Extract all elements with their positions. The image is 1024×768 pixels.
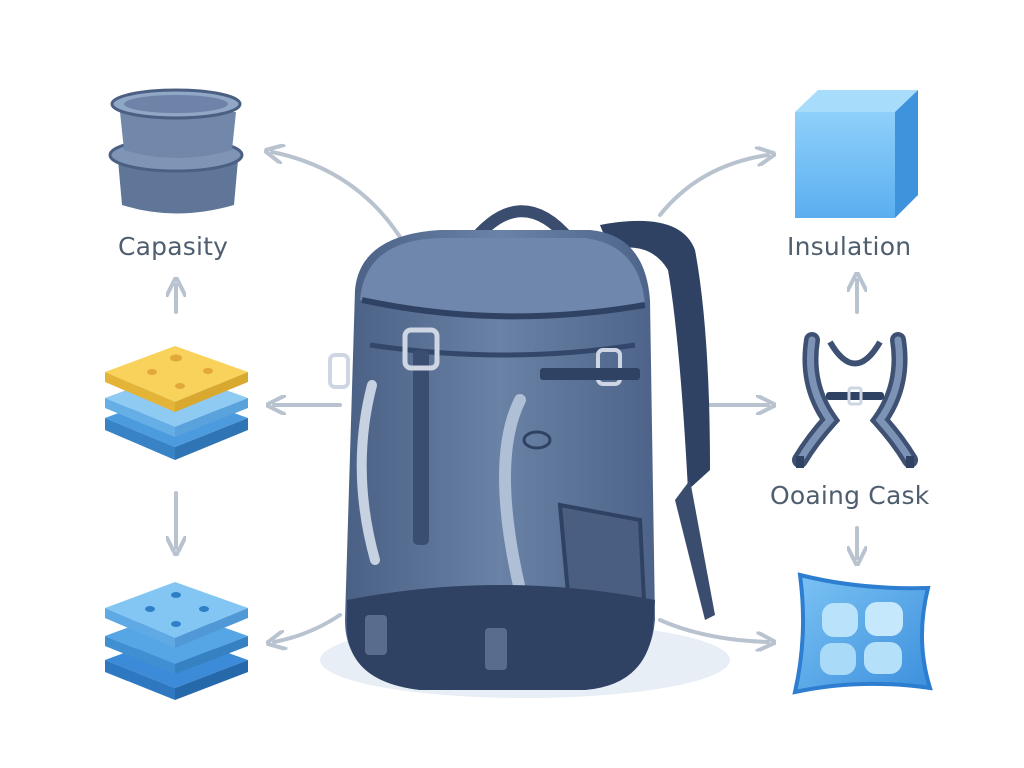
shoulder-strap [600, 220, 710, 490]
brand-logo [522, 430, 552, 450]
arrow-to-ice-pack [658, 618, 768, 642]
connector-arrows [176, 152, 857, 642]
arrow-to-cooling-layers [274, 613, 342, 642]
backpack-icon [320, 205, 730, 698]
container-stack-icon [108, 88, 244, 214]
label-insulation: Insulation [787, 232, 912, 261]
label-capacity: Capasity [118, 232, 229, 261]
strap-buckle [402, 327, 440, 371]
cooling-layers-icon [105, 582, 248, 700]
cube-icon [795, 90, 918, 218]
ice-pack-icon [792, 572, 933, 695]
label-cask: Ooaing Cask [770, 481, 930, 510]
backpack-lid [360, 238, 645, 317]
arrow-to-capacity [272, 152, 407, 247]
foam-layers-icon [105, 346, 248, 460]
harness-straps-icon [792, 332, 918, 468]
front-strap [413, 350, 429, 545]
arrow-to-insulation [658, 155, 768, 217]
